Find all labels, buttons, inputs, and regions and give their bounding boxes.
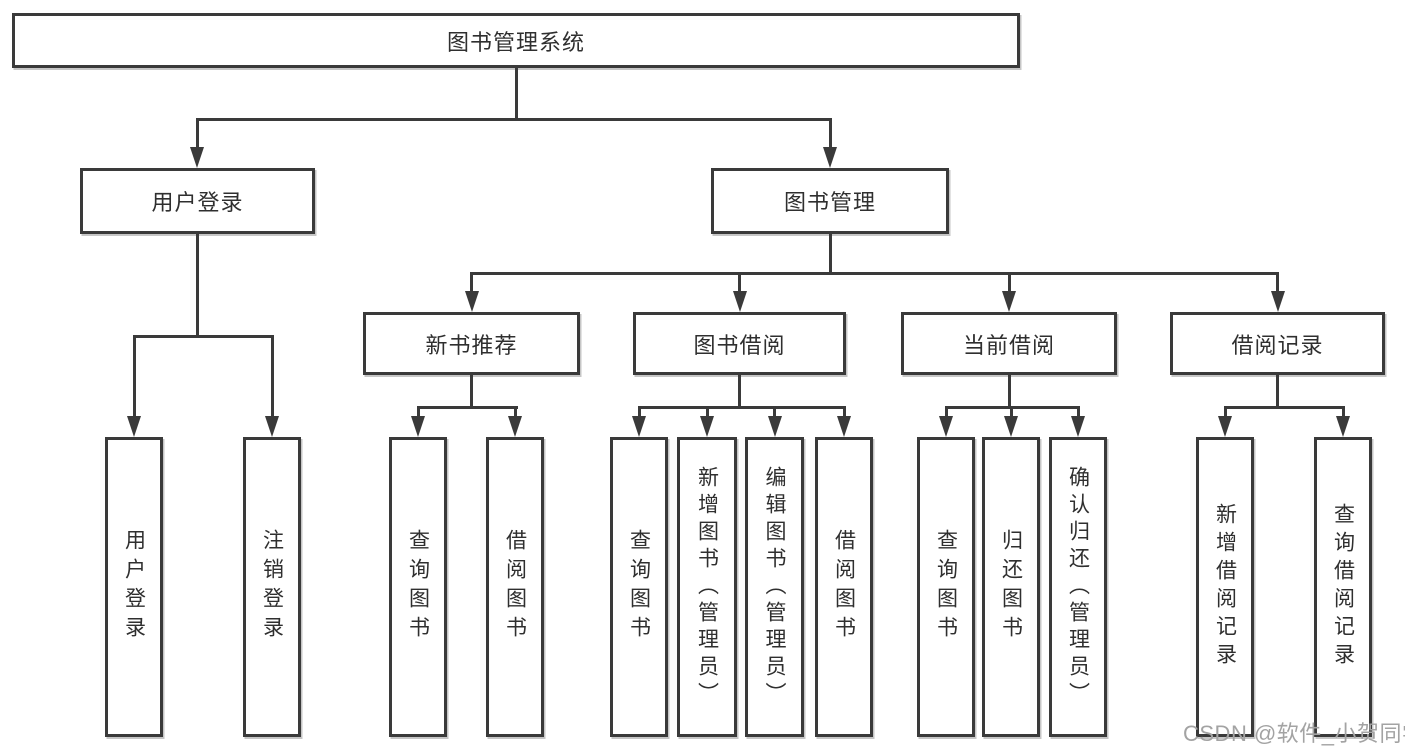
connector-line bbox=[416, 406, 420, 420]
arrow-down-icon bbox=[632, 416, 646, 437]
csdn-watermark: CSDN @软件_小贺同学 bbox=[1183, 721, 1405, 746]
node-user-login: 用户登录 bbox=[80, 168, 315, 234]
connector-line bbox=[513, 406, 517, 420]
node-current-borrow: 当前借阅 bbox=[901, 312, 1117, 375]
node-new-book-recommend: 新书推荐 bbox=[363, 312, 580, 375]
arrow-down-icon bbox=[823, 147, 837, 168]
connector-line bbox=[1009, 406, 1013, 420]
arrow-down-icon bbox=[190, 147, 204, 168]
connector-line bbox=[1007, 375, 1011, 406]
leaf-borrow-add-books-admin: 新增图书（管理员） bbox=[677, 437, 737, 737]
connector-line bbox=[1276, 375, 1279, 406]
leaf-newbook-borrow-books: 借阅图书 bbox=[486, 437, 544, 737]
connector-line bbox=[195, 118, 199, 150]
connector-line bbox=[132, 335, 274, 338]
leaf-user-login: 用户登录 bbox=[105, 437, 163, 737]
connector-line bbox=[842, 406, 846, 420]
leaf-records-add-borrow-record: 新增借阅记录 bbox=[1196, 437, 1254, 737]
arrow-down-icon bbox=[1218, 416, 1232, 437]
connector-line bbox=[196, 234, 199, 335]
leaf-borrow-borrow-books: 借阅图书 bbox=[815, 437, 873, 737]
arrow-down-icon bbox=[265, 416, 279, 437]
leaf-borrow-edit-books-admin: 编辑图书（管理员） bbox=[745, 437, 804, 737]
arrow-down-icon bbox=[127, 416, 141, 437]
connector-line bbox=[470, 272, 1279, 275]
arrow-down-icon bbox=[464, 291, 479, 312]
connector-line bbox=[470, 375, 473, 406]
node-book-borrow: 图书借阅 bbox=[633, 312, 846, 375]
arrow-down-icon bbox=[508, 416, 522, 437]
connector-line bbox=[738, 375, 741, 406]
connector-line bbox=[514, 68, 518, 118]
connector-line bbox=[944, 406, 948, 420]
connector-line bbox=[270, 335, 274, 419]
arrow-down-icon bbox=[700, 416, 714, 437]
arrow-down-icon bbox=[1336, 416, 1350, 437]
connector-line bbox=[828, 234, 832, 272]
node-root-library-system: 图书管理系统 bbox=[12, 13, 1020, 68]
leaf-borrow-search-books: 查询图书 bbox=[610, 437, 668, 737]
leaf-logout: 注销登录 bbox=[243, 437, 301, 737]
connector-line bbox=[470, 272, 473, 294]
connector-line bbox=[637, 406, 846, 409]
connector-line bbox=[1007, 272, 1011, 294]
arrow-down-icon bbox=[1004, 416, 1018, 437]
connector-line bbox=[637, 406, 641, 420]
connector-line bbox=[1341, 406, 1345, 420]
connector-line bbox=[1276, 272, 1279, 294]
connector-line bbox=[1223, 406, 1345, 409]
arrow-down-icon bbox=[411, 416, 425, 437]
connector-line bbox=[773, 406, 776, 420]
arrow-down-icon bbox=[1002, 291, 1016, 312]
node-borrow-records: 借阅记录 bbox=[1170, 312, 1385, 375]
connector-line bbox=[1076, 406, 1080, 420]
connector-line bbox=[195, 118, 832, 121]
leaf-records-search-borrow-record: 查询借阅记录 bbox=[1314, 437, 1372, 737]
connector-line bbox=[828, 118, 832, 150]
leaf-current-return-books: 归还图书 bbox=[982, 437, 1040, 737]
connector-line bbox=[416, 406, 518, 409]
leaf-current-search-books: 查询图书 bbox=[917, 437, 975, 737]
arrow-down-icon bbox=[837, 416, 851, 437]
arrow-down-icon bbox=[1071, 416, 1085, 437]
arrow-down-icon bbox=[732, 291, 747, 312]
leaf-newbook-search-books: 查询图书 bbox=[389, 437, 447, 737]
node-book-management: 图书管理 bbox=[711, 168, 949, 234]
arrow-down-icon bbox=[1270, 291, 1285, 312]
connector-line bbox=[1223, 406, 1227, 420]
leaf-current-confirm-return-admin: 确认归还（管理员） bbox=[1049, 437, 1107, 737]
connector-line bbox=[738, 272, 741, 294]
arrow-down-icon bbox=[939, 416, 953, 437]
connector-line bbox=[705, 406, 709, 420]
connector-line bbox=[132, 335, 136, 419]
arrow-down-icon bbox=[767, 416, 782, 437]
